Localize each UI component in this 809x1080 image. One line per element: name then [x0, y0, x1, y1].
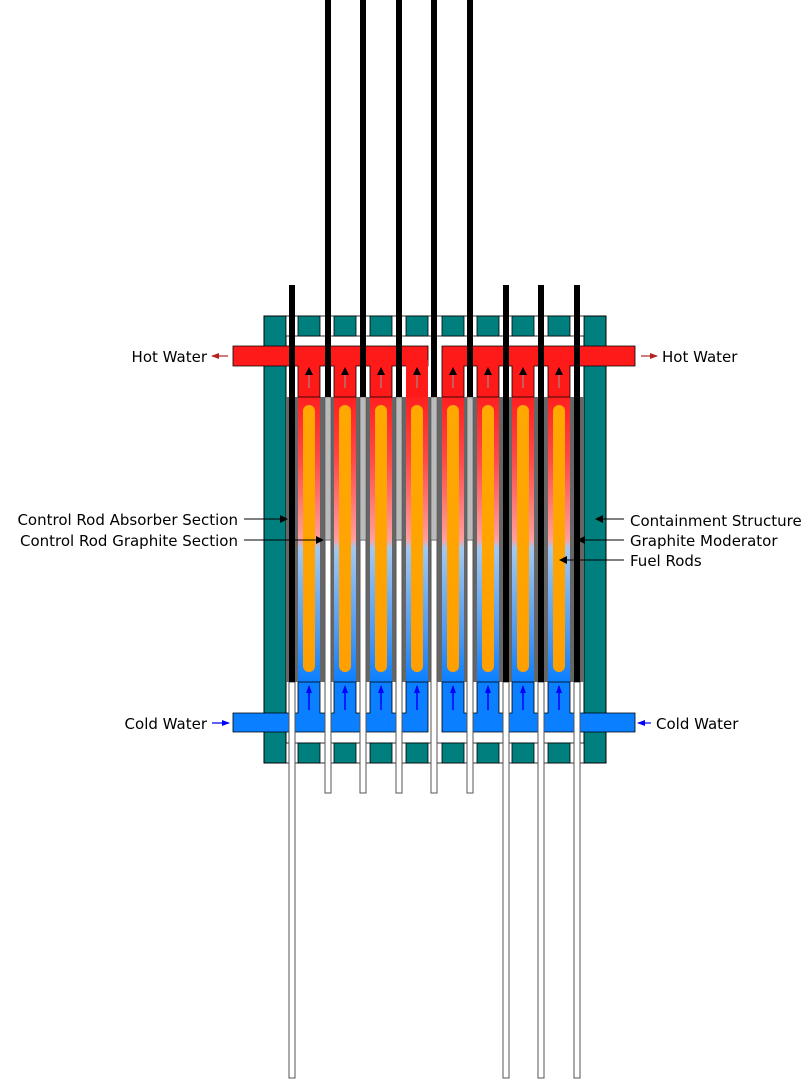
cold-water-manifold — [232, 681, 636, 733]
absorber-section-label: Control Rod Absorber Section — [17, 511, 238, 529]
control-rod-absorber-sections — [289, 0, 580, 682]
fuel-rods — [303, 405, 565, 672]
hot-water-label-right: Hot Water — [662, 348, 738, 366]
cold-water-label-right: Cold Water — [656, 715, 739, 733]
fuel-rods-label: Fuel Rods — [630, 552, 702, 570]
moderator-label: Graphite Moderator — [630, 532, 778, 550]
hot-water-label-left: Hot Water — [132, 348, 208, 366]
containment-label: Containment Structure — [630, 512, 802, 530]
cold-water-label-left: Cold Water — [125, 715, 208, 733]
graphite-section-label: Control Rod Graphite Section — [20, 532, 238, 550]
coolant-flow-arrows — [306, 685, 562, 710]
upper-flow-arrows — [305, 367, 563, 388]
